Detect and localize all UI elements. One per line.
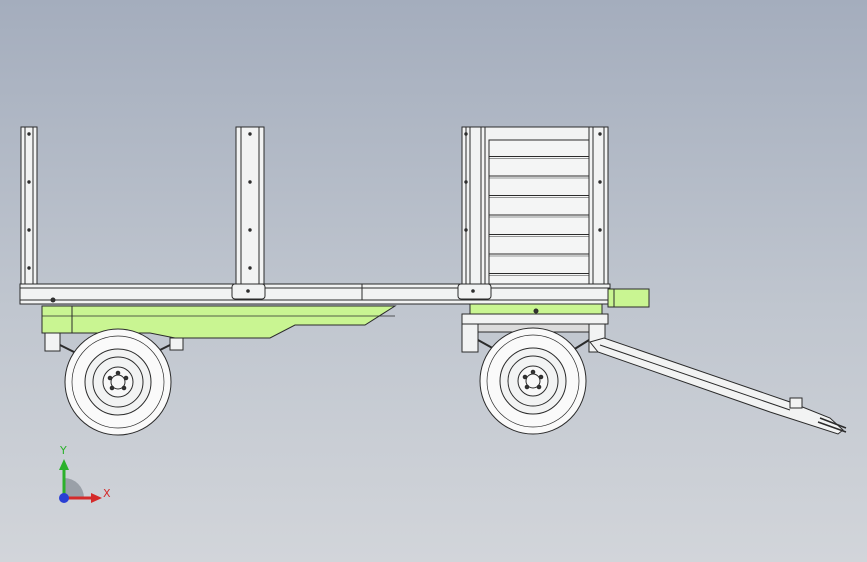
- deck[interactable]: [19, 283, 611, 305]
- y-axis-label: Y: [59, 444, 67, 457]
- rear-stake[interactable]: [20, 126, 38, 285]
- triad-arc: [64, 478, 84, 498]
- y-axis-arrowhead: [59, 459, 69, 470]
- rear-wheel[interactable]: [64, 328, 172, 436]
- front-bumper[interactable]: [607, 288, 650, 308]
- front-gate[interactable]: [461, 126, 609, 285]
- z-axis-dot: [59, 493, 69, 503]
- x-axis-arrowhead: [91, 493, 102, 503]
- x-axis-label: X: [103, 487, 111, 500]
- front-wheel[interactable]: [479, 327, 587, 435]
- coordinate-triad: Y X: [59, 444, 111, 503]
- drawbar[interactable]: [589, 337, 847, 435]
- trailer-model[interactable]: [19, 126, 847, 436]
- middle-stake[interactable]: [235, 126, 265, 285]
